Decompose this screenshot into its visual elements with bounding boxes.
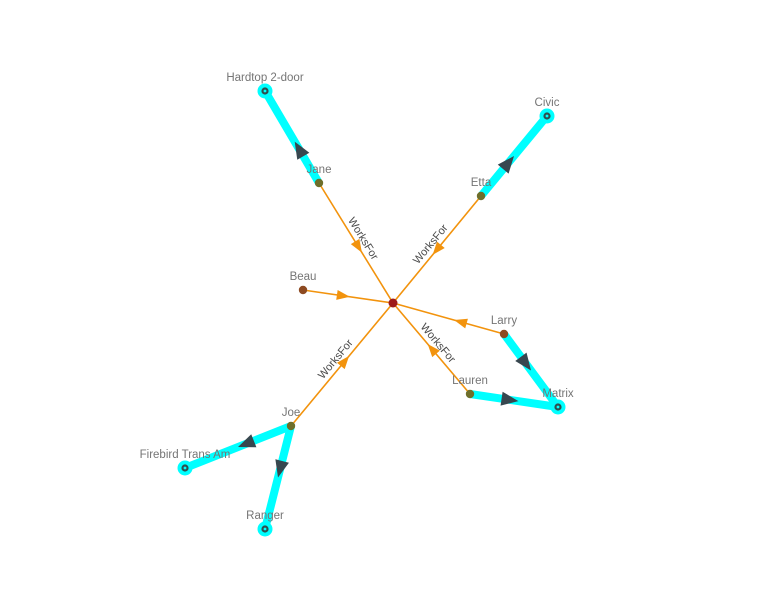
node-civic[interactable]: Civic (535, 97, 560, 124)
node-dot (465, 389, 475, 399)
node-label: Matrix (542, 388, 574, 400)
node-label: Hardtop 2-door (226, 72, 304, 84)
node-etta[interactable]: Etta (471, 177, 492, 201)
node-label: Civic (535, 97, 560, 109)
node-core (183, 466, 187, 470)
node-core (556, 405, 560, 409)
edge-joe-firebird[interactable] (181, 422, 295, 472)
edge-jane-hub[interactable]: WorksFor (318, 182, 394, 304)
node-label: Lauren (452, 375, 488, 387)
edge-lauren-matrix[interactable] (466, 390, 562, 411)
node-label: Jane (307, 164, 332, 176)
arrowhead-icon (454, 318, 468, 329)
node-label: Larry (491, 315, 517, 327)
node-ranger[interactable]: Ranger (246, 510, 284, 537)
node-firebird[interactable]: Firebird Trans Am (140, 449, 231, 476)
arrowhead-icon (515, 352, 531, 371)
edge-line (392, 302, 505, 335)
edge-jane-hardtop[interactable] (261, 87, 323, 187)
edge-joe-ranger[interactable] (261, 422, 295, 533)
node-core (545, 114, 549, 118)
node-jane[interactable]: Jane (307, 164, 332, 188)
edge-label: WorksFor (316, 337, 356, 381)
arrowhead-icon (238, 434, 257, 448)
edge-label: WorksFor (411, 222, 451, 267)
edge-joe-hub[interactable]: WorksFor (290, 302, 394, 427)
highlighted-edge-line (261, 87, 323, 187)
node-dot (298, 285, 308, 295)
node-beau[interactable]: Beau (290, 271, 317, 295)
node-dot (314, 178, 324, 188)
arrowhead-icon (350, 238, 362, 253)
node-hardtop[interactable]: Hardtop 2-door (226, 72, 304, 99)
node-dot (499, 329, 509, 339)
node-dot (286, 421, 296, 431)
edge-label: WorksFor (418, 321, 458, 365)
node-label: Joe (282, 407, 301, 419)
node-matrix[interactable]: Matrix (542, 388, 574, 415)
arrowhead-icon (427, 343, 440, 358)
edge-etta-civic[interactable] (477, 112, 551, 200)
node-lauren[interactable]: Lauren (452, 375, 488, 399)
node-label: Etta (471, 177, 492, 189)
node-dot (476, 191, 486, 201)
arrowhead-icon (294, 141, 310, 160)
arrowhead-icon (336, 289, 350, 300)
edge-etta-hub[interactable]: WorksFor (392, 195, 482, 304)
node-label: Ranger (246, 510, 284, 522)
node-larry[interactable]: Larry (491, 315, 517, 339)
arrowhead-icon (432, 241, 445, 255)
node-hub[interactable] (388, 298, 398, 308)
node-label: Firebird Trans Am (140, 449, 231, 461)
arrowhead-icon (275, 459, 289, 478)
arrowhead-icon (497, 156, 514, 174)
edge-larry-hub[interactable] (392, 302, 505, 335)
node-core (263, 527, 267, 531)
arrowhead-icon (500, 391, 519, 406)
arrowhead-icon (336, 355, 350, 370)
node-label: Beau (290, 271, 317, 283)
node-core (263, 89, 267, 93)
node-joe[interactable]: Joe (282, 407, 301, 431)
edge-larry-matrix[interactable] (500, 330, 562, 411)
edge-beau-hub[interactable] (302, 289, 394, 304)
node-dot (388, 298, 398, 308)
